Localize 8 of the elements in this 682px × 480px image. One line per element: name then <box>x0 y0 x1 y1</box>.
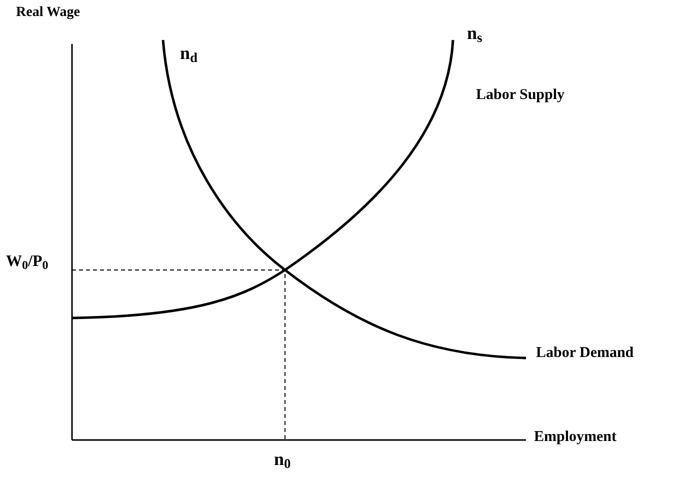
curve-label: Labor Supply <box>476 86 565 105</box>
curve-label: n$_{s}$ <box>467 22 482 44</box>
axis-value-label: n$_{0}$ <box>274 448 291 470</box>
axis-value-label: W$_{0}$/P$_{0}$ <box>6 252 48 272</box>
curve-label: Labor Demand <box>536 344 634 363</box>
axis-title: Real Wage <box>16 4 80 22</box>
axis-title: Employment <box>534 428 616 447</box>
curve-label: n$_{d}$ <box>180 42 198 64</box>
